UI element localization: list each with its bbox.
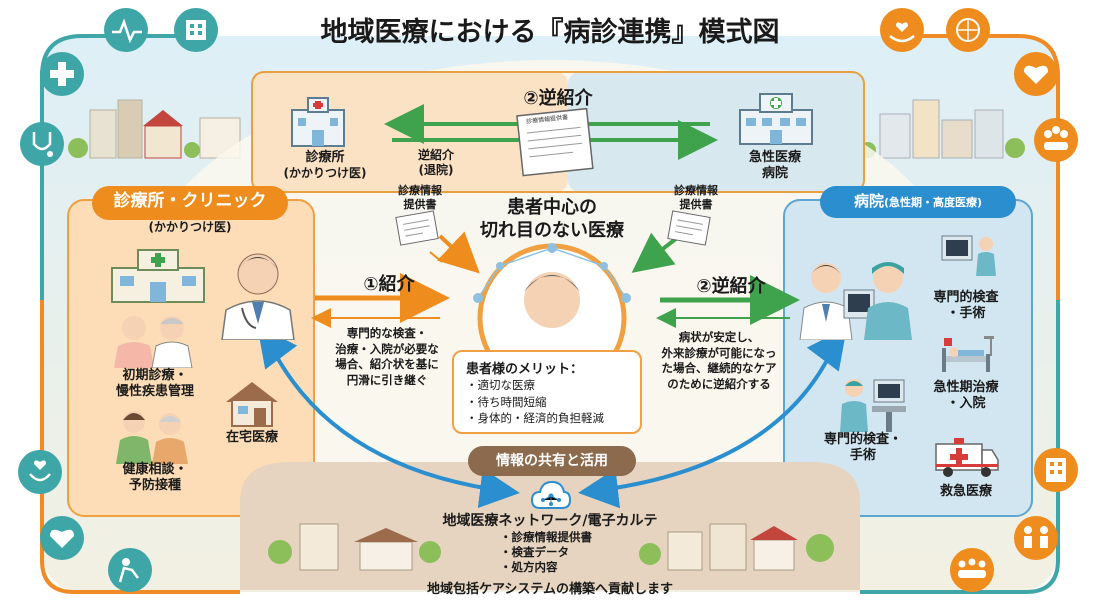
network-title: 地域医療ネットワーク/電子カルテ	[442, 513, 658, 529]
clinic-building-icon	[291, 97, 345, 147]
clinic-icon	[111, 249, 205, 303]
merit-item: ・待ち時間短縮	[466, 394, 547, 409]
heart-hands-icon	[40, 516, 84, 560]
info-right-line2: 提供書	[679, 197, 713, 211]
skyline-left	[68, 99, 241, 159]
merit-item: ・身体的・経済的負担軽減	[466, 411, 604, 426]
center-heading-line2: 切れ目のない医療	[480, 220, 624, 242]
referral-desc-line: 専門的な検査・	[346, 326, 428, 340]
surgery-icon	[840, 379, 906, 432]
merit-item: ・適切な医療	[466, 378, 535, 392]
merits-title: 患者様のメリット：	[466, 362, 584, 377]
right-item1-line2: ・手術	[946, 306, 986, 322]
right-item2-line1: 急性期治療	[933, 380, 999, 395]
left-item3-line1: 健康相談・	[122, 462, 188, 477]
referral-desc-line: 場合、紹介状を基に	[335, 357, 439, 372]
heart-hand-icon	[18, 450, 62, 494]
right-panel-title: 病院(急性期・高度医療)	[820, 186, 1016, 218]
top-return-title: ②逆紹介	[523, 88, 593, 109]
top-return-label: 逆紹介	[417, 148, 454, 162]
ambulance-icon	[935, 438, 999, 477]
top-return-sub: (退院)	[418, 163, 454, 177]
family-icon	[1014, 516, 1058, 560]
document-icon	[516, 108, 594, 177]
return-desc-line: た場合、継続的なケア	[661, 361, 777, 376]
info-doc-right-icon	[667, 210, 711, 246]
left-item2: 在宅医療	[225, 430, 278, 445]
group-icon	[950, 548, 994, 592]
left-panel-title: 診療所・クリニック	[92, 186, 288, 220]
clinic-label-sub: (かかりつけ医)	[283, 166, 367, 181]
network-arrow-left	[266, 339, 520, 509]
left-panel-subtitle: (かかりつけ医)	[148, 220, 232, 234]
return-desc-line: 外来診療が可能になっ	[661, 345, 777, 360]
right-item3-line2: 手術	[849, 448, 876, 464]
cloud-network-icon	[530, 480, 572, 509]
building-icon	[174, 8, 218, 52]
heart-hands-icon	[1014, 52, 1058, 96]
referral-desc-line: 円滑に引き継ぐ	[346, 372, 428, 387]
care-hand-icon	[880, 8, 924, 52]
left-item3-line2: 予防接種	[128, 478, 181, 494]
network-item: ・処方内容	[500, 559, 558, 574]
hospital-bed-icon	[942, 336, 994, 372]
right-panel-title-main: 病院	[853, 192, 884, 210]
consultation-icon	[116, 411, 188, 464]
center-heading-line1: 患者中心の	[507, 197, 597, 218]
cross-icon	[40, 52, 84, 96]
home-icon	[226, 382, 278, 427]
network-item: ・診療情報提供書	[500, 530, 592, 544]
return-desc-line: のために逆紹介する	[667, 376, 771, 391]
heart-monitor-icon	[104, 8, 148, 52]
doctors-icon	[114, 316, 193, 368]
info-sharing-badge: 情報の共有と活用	[468, 446, 636, 476]
left-item1-line2: 慢性疾患管理	[115, 384, 194, 400]
info-right-line1: 診療情報	[674, 184, 718, 197]
referral-desc-line: 治療・入院が必要な	[335, 341, 439, 356]
merits-box: 患者様のメリット： ・適切な医療 ・待ち時間短縮 ・身体的・経済的負担軽減	[452, 350, 642, 434]
hospital-label-name: 急性医療	[748, 150, 801, 165]
info-left-line1: 診療情報	[398, 184, 442, 197]
right-item4: 救急医療	[939, 484, 992, 499]
clinic-doctor-icon	[221, 253, 295, 340]
left-item1-line1: 初期診療・	[122, 368, 188, 383]
hospital-doctors-icon	[799, 262, 912, 340]
right-item1-line1: 専門的検査	[933, 290, 999, 305]
info-left-line2: 提供書	[403, 197, 437, 211]
network-item: ・検査データ	[500, 544, 569, 559]
right-item2-line2: ・入院	[946, 396, 986, 412]
return-label: ②逆紹介	[696, 276, 766, 297]
stethoscope-icon	[20, 122, 64, 166]
caregiver-icon	[108, 548, 152, 592]
right-panel-title-sub: (急性期・高度医療)	[883, 196, 983, 209]
globe-icon	[946, 8, 990, 52]
referral-label: ①紹介	[363, 274, 415, 295]
right-item3-line1: 専門的検査・	[823, 432, 902, 447]
hospital-label-sub: 病院	[761, 166, 788, 182]
hospital-building-icon	[739, 93, 813, 145]
clinic-label-name: 診療所	[305, 150, 345, 165]
people-icon	[1034, 118, 1078, 162]
building-icon	[1034, 448, 1078, 492]
return-desc-line: 病状が安定し、	[678, 330, 760, 344]
page-title: 地域医療における『病診連携』模式図	[320, 17, 780, 48]
bottom-town	[268, 523, 834, 571]
info-doc-left-icon	[395, 210, 439, 246]
ct-scanner-icon	[941, 235, 996, 276]
network-arrow-right	[578, 341, 838, 509]
footer-text: 地域包括ケアシステムの構築へ貢献します	[426, 582, 674, 597]
